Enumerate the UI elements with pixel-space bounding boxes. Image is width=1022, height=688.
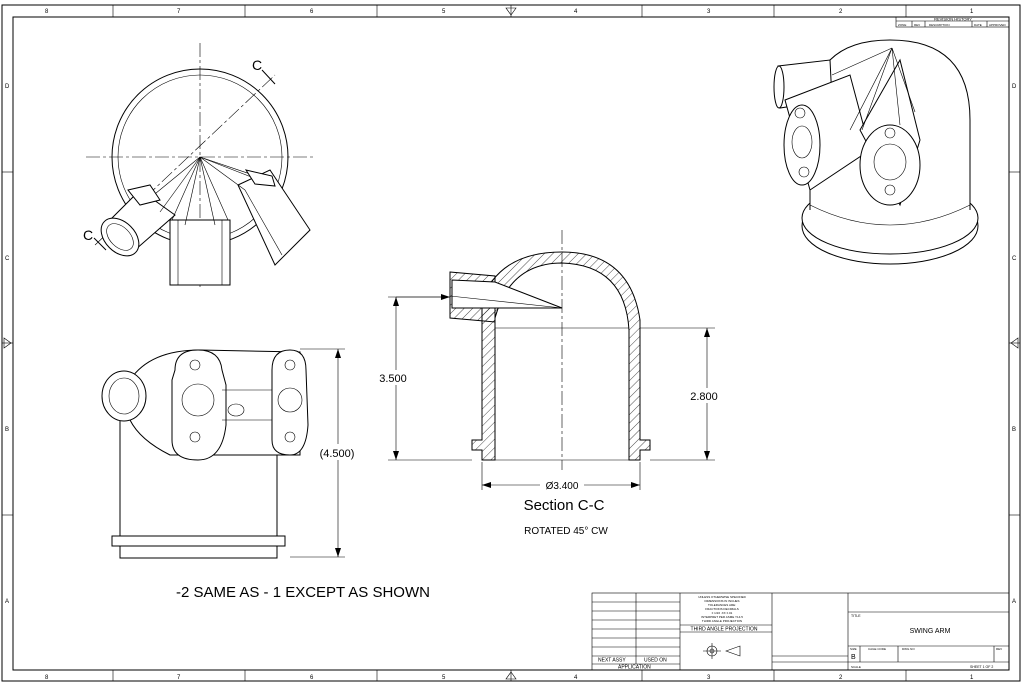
title-block: NEXT ASSY USED ON APPLICATION UNLESS OTH… [591,592,1010,671]
revision-col-description: DESCRIPTION [929,23,950,27]
next-assy-label: NEXT ASSY [598,658,626,664]
revision-title: REVISION HISTORY [934,17,972,22]
section-marker-c-bottom: C [83,227,93,243]
col-label-2: 2 [839,9,843,15]
col-label-2-bottom: 2 [839,675,843,681]
row-label-b: B [5,427,9,433]
revision-block: REVISION HISTORY ZONE REV DESCRIPTION DA… [895,17,1010,28]
tolerance-line-5: ± 1/16 .XX ±.01 [712,611,733,615]
section-subtitle: ROTATED 45° CW [524,526,608,537]
size-value: B [851,654,856,661]
front-view: (4.500) [101,348,358,559]
used-on-label: USED ON [644,658,667,664]
tolerance-line-6: INTERPRET PER ASME Y14.5 [701,615,743,619]
tolerance-line-1: UNLESS OTHERWISE SPECIFIED [698,595,746,599]
dim-inner-height: 2.800 [690,391,718,403]
col-label-1: 1 [970,9,974,15]
revision-col-approved: APPROVED [989,23,1007,27]
col-label-1-bottom: 1 [970,675,974,681]
projection-label: THIRD ANGLE PROJECTION [691,627,758,633]
drawing-title: SWING ARM [910,628,951,635]
tolerance-line-3: TOLERANCES ARE: [708,603,736,607]
col-label-8-bottom: 8 [45,675,49,681]
revision-col-date: DATE [974,23,982,27]
col-label-7: 7 [177,9,181,15]
isometric-view [773,39,979,265]
row-label-d-right: D [1012,84,1017,90]
row-label-c-right: C [1012,256,1017,262]
col-label-4: 4 [574,9,578,15]
row-label-c: C [5,256,10,262]
section-marker-c-top: C [252,57,262,73]
col-label-5-bottom: 5 [442,675,446,681]
col-label-6-bottom: 6 [310,675,314,681]
top-view: C C [83,43,314,290]
revision-col-rev: REV [914,23,920,27]
col-label-4-bottom: 4 [574,675,578,681]
rev-label: REV [996,647,1002,651]
col-label-8: 8 [45,9,49,15]
sheet-border [1,4,1021,682]
col-label-6: 6 [310,9,314,15]
grid-labels: 8 7 6 5 4 3 2 1 8 7 6 5 4 3 2 1 D C B A … [5,9,1017,681]
cage-code-label: CAGE CODE [868,647,886,651]
row-label-d: D [5,84,10,90]
tolerance-line-2: DIMENSIONS IN INCHES [704,599,739,603]
dim-diameter: Ø3.400 [546,481,579,492]
row-label-a-right: A [1012,599,1016,605]
section-title: Section C-C [524,497,605,514]
scale-label: SCALE [851,665,861,669]
col-label-5: 5 [442,9,446,15]
dwg-no-label: DWG NO [902,647,915,651]
title-label: TITLE [851,614,861,618]
col-label-3: 3 [707,9,711,15]
third-angle-projection-icon [703,643,741,659]
row-label-a: A [5,599,9,605]
revision-col-zone: ZONE [898,23,906,27]
dim-overall-height: 3.500 [379,373,407,385]
section-view: 3.500 2.800 Ø3.400 Section C-C ROTATED 4… [376,230,724,537]
tolerance-line-7: THIRD ANGLE PROJECTION [702,619,742,623]
application-label: APPLICATION [618,665,651,671]
size-label: SIZE [850,647,857,651]
dim-side-height: (4.500) [320,448,355,460]
col-label-7-bottom: 7 [177,675,181,681]
general-note: -2 SAME AS - 1 EXCEPT AS SHOWN [176,584,430,601]
tolerance-line-4: FRACTIONS DECIMALS [705,607,739,611]
col-label-3-bottom: 3 [707,675,711,681]
row-label-b-right: B [1012,427,1016,433]
sheet-number: SHEET 1 OF 2 [970,665,993,669]
